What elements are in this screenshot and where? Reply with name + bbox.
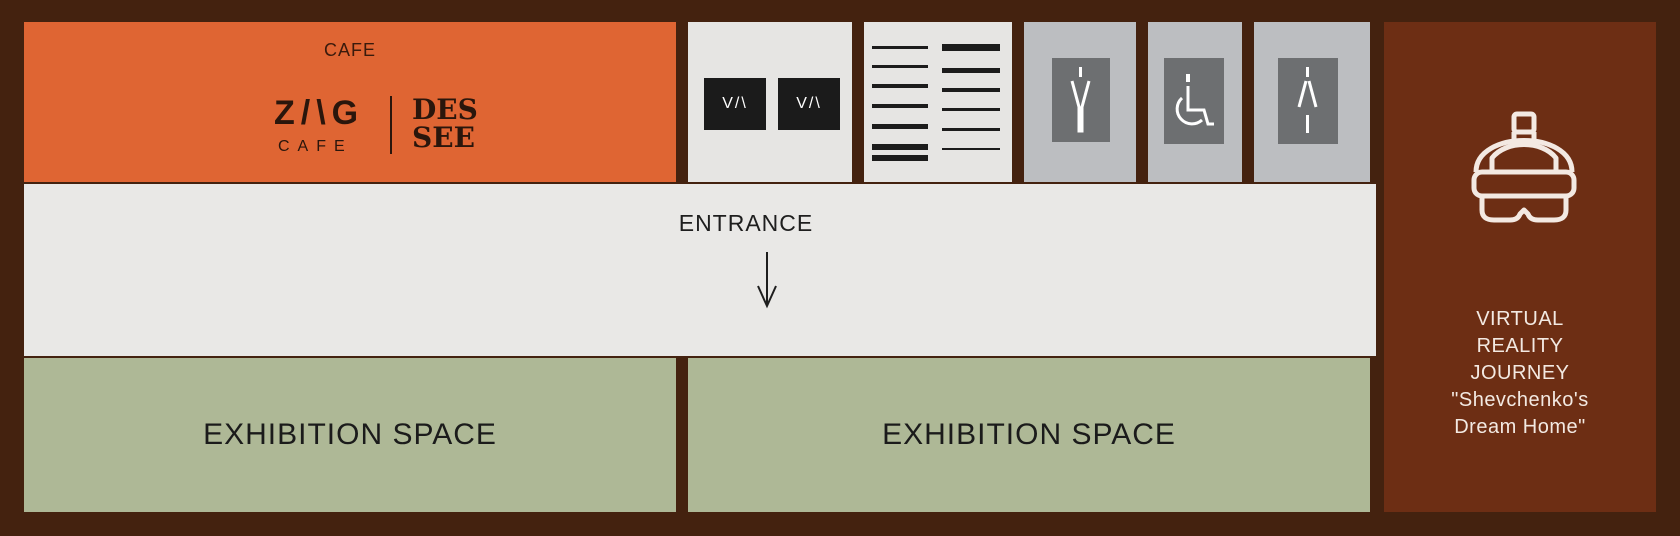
exhibition-space-2[interactable]: EXHIBITION SPACE xyxy=(688,358,1370,512)
logo-dessee-text: DES SEE xyxy=(412,96,478,152)
shelf-line xyxy=(872,144,928,150)
women-restroom-icon xyxy=(1278,58,1338,144)
shelf-line xyxy=(942,128,1000,131)
shelf-line xyxy=(872,155,928,161)
wardrobe-area[interactable]: V/\ V/\ xyxy=(688,22,852,182)
restroom-men[interactable] xyxy=(1024,22,1136,182)
vr-line-2: REALITY xyxy=(1476,335,1564,357)
shelf-line xyxy=(872,65,928,68)
lockers-area[interactable] xyxy=(864,22,1012,182)
logo-divider xyxy=(390,96,392,154)
shelf-line xyxy=(942,68,1000,73)
vr-line-1: VIRTUAL xyxy=(1476,308,1564,330)
vr-line-3: JOURNEY xyxy=(1470,362,1570,384)
shelf-line xyxy=(942,108,1000,111)
wardrobe-sign-right: V/\ xyxy=(778,78,840,130)
wardrobe-sign-left: V/\ xyxy=(704,78,766,130)
corridor[interactable] xyxy=(24,184,1376,356)
cafe-area[interactable]: CAFE Z/\G CAFE DES SEE xyxy=(24,22,676,182)
cafe-logo: Z/\G CAFE DES SEE xyxy=(252,74,522,162)
restroom-women[interactable] xyxy=(1254,22,1370,182)
shelf-line xyxy=(872,46,928,49)
shelf-line xyxy=(872,124,928,129)
exhibition-space-1[interactable]: EXHIBITION SPACE xyxy=(24,358,676,512)
vr-room[interactable]: VIRTUAL REALITY JOURNEY "Shevchenko's Dr… xyxy=(1384,22,1656,512)
shelf-line xyxy=(942,44,1000,51)
logo-dessee-line1: DES xyxy=(412,93,478,126)
vr-headset-icon xyxy=(1466,110,1582,239)
wheelchair-icon xyxy=(1164,58,1224,144)
logo-zag-text: Z/\G xyxy=(274,94,365,132)
cafe-label: CAFE xyxy=(323,40,376,60)
vr-line-5: Dream Home" xyxy=(1454,416,1586,438)
shelf-line xyxy=(942,148,1000,150)
entrance-label: ENTRANCE xyxy=(678,210,814,236)
vr-title: VIRTUAL REALITY JOURNEY "Shevchenko's Dr… xyxy=(1384,306,1656,441)
shelf-line xyxy=(872,104,928,108)
shelf-line xyxy=(872,84,928,88)
logo-zag-subtitle: CAFE xyxy=(278,138,353,155)
shelf-line xyxy=(942,88,1000,92)
logo-dessee-line2: SEE xyxy=(412,121,475,154)
men-restroom-icon xyxy=(1052,58,1110,142)
restroom-accessible[interactable] xyxy=(1148,22,1242,182)
vr-line-4: "Shevchenko's xyxy=(1451,389,1589,411)
down-arrow-icon xyxy=(754,250,780,315)
